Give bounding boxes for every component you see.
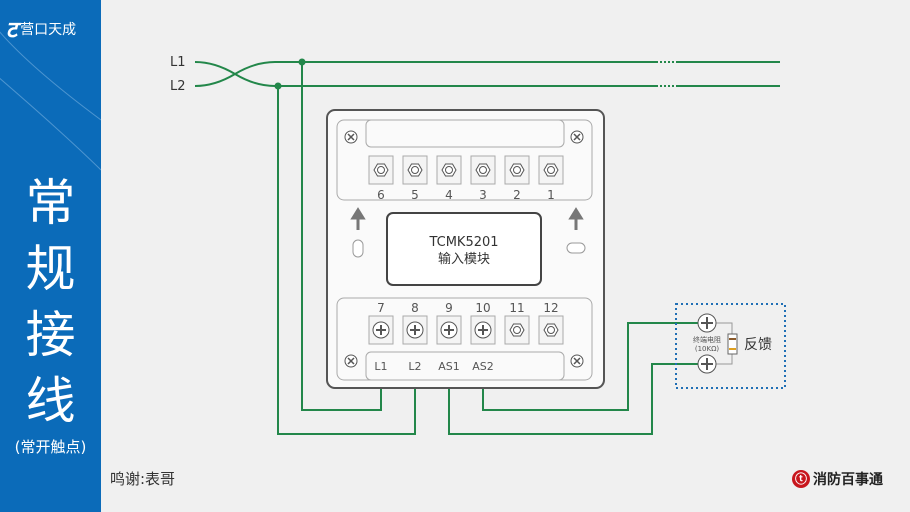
terminal-number: 9 (445, 301, 453, 315)
terminal-number: 1 (547, 188, 555, 202)
brand-text: 消防百事通 (813, 472, 883, 488)
feedback-terminal (697, 313, 717, 333)
terminal-number: 11 (509, 301, 524, 315)
resistor-value: (10KΩ) (695, 345, 720, 353)
terminal-label: AS2 (472, 360, 494, 373)
terminal-number: 2 (513, 188, 521, 202)
feedback-label: 反馈 (744, 337, 772, 353)
credit-text: 鸣谢:表哥 (110, 470, 176, 488)
title-char: 线 (25, 372, 76, 430)
terminal-5: 5 (402, 155, 428, 202)
terminal-4: 4 (436, 155, 462, 202)
module-model: TCMK5201 (428, 235, 498, 250)
mounting-screw-icon (570, 130, 584, 144)
terminal-label: L1 (374, 360, 387, 373)
l1-wire (194, 61, 780, 87)
terminal-1: 1 (538, 155, 564, 202)
terminal-3: 3 (470, 155, 496, 202)
as1-wire (448, 363, 706, 435)
l1-label: L1 (170, 55, 186, 70)
junction-dot (274, 82, 282, 90)
mounting-screw-icon (570, 354, 584, 368)
arrow-icon (350, 207, 584, 230)
l2-drop (277, 86, 416, 435)
terminal-number: 12 (543, 301, 558, 315)
terminal-number: 5 (411, 188, 419, 202)
l2-wire (194, 61, 780, 87)
l1-drop (301, 62, 382, 411)
title-char: 接 (25, 306, 76, 364)
terminal-2: 2 (504, 155, 530, 202)
terminal-7: 7L1 (368, 301, 394, 373)
terminal-label: L2 (408, 360, 421, 373)
wires (194, 61, 780, 435)
terminal-number: 10 (475, 301, 490, 315)
terminal-number: 6 (377, 188, 385, 202)
terminal-6: 6 (368, 155, 394, 202)
logo-icon: ट (6, 17, 18, 43)
mounting-screw-icon (344, 354, 358, 368)
mounting-screw-icon (344, 130, 358, 144)
terminal-number: 3 (479, 188, 487, 202)
decorative-arcs (0, 31, 101, 171)
feedback-device: 终端电阻 (10KΩ) 反馈 (675, 303, 786, 389)
page-title: 常 规 接 线 (0, 170, 101, 434)
as2-wire (482, 322, 706, 411)
terminal-label: AS1 (438, 360, 460, 373)
terminal-number: 8 (411, 301, 419, 315)
module-name: 输入模块 (438, 251, 490, 267)
brand-icon: ⓣ (792, 470, 810, 488)
title-char: 常 (25, 174, 76, 232)
junction-dot (298, 58, 306, 66)
terminal-8: 8L2 (402, 301, 428, 373)
resistor-label: 终端电阻 (693, 335, 721, 344)
terminal-number: 4 (445, 188, 453, 202)
terminal-number: 7 (377, 301, 385, 315)
terminal-12: 12 (538, 301, 564, 345)
title-char: 规 (25, 240, 76, 298)
feedback-terminal (697, 354, 717, 374)
subtitle: (常开触点) (14, 438, 87, 456)
l2-label: L2 (170, 79, 186, 94)
logo-text: 营口天成 (20, 22, 77, 38)
terminal-11: 11 (504, 301, 530, 345)
